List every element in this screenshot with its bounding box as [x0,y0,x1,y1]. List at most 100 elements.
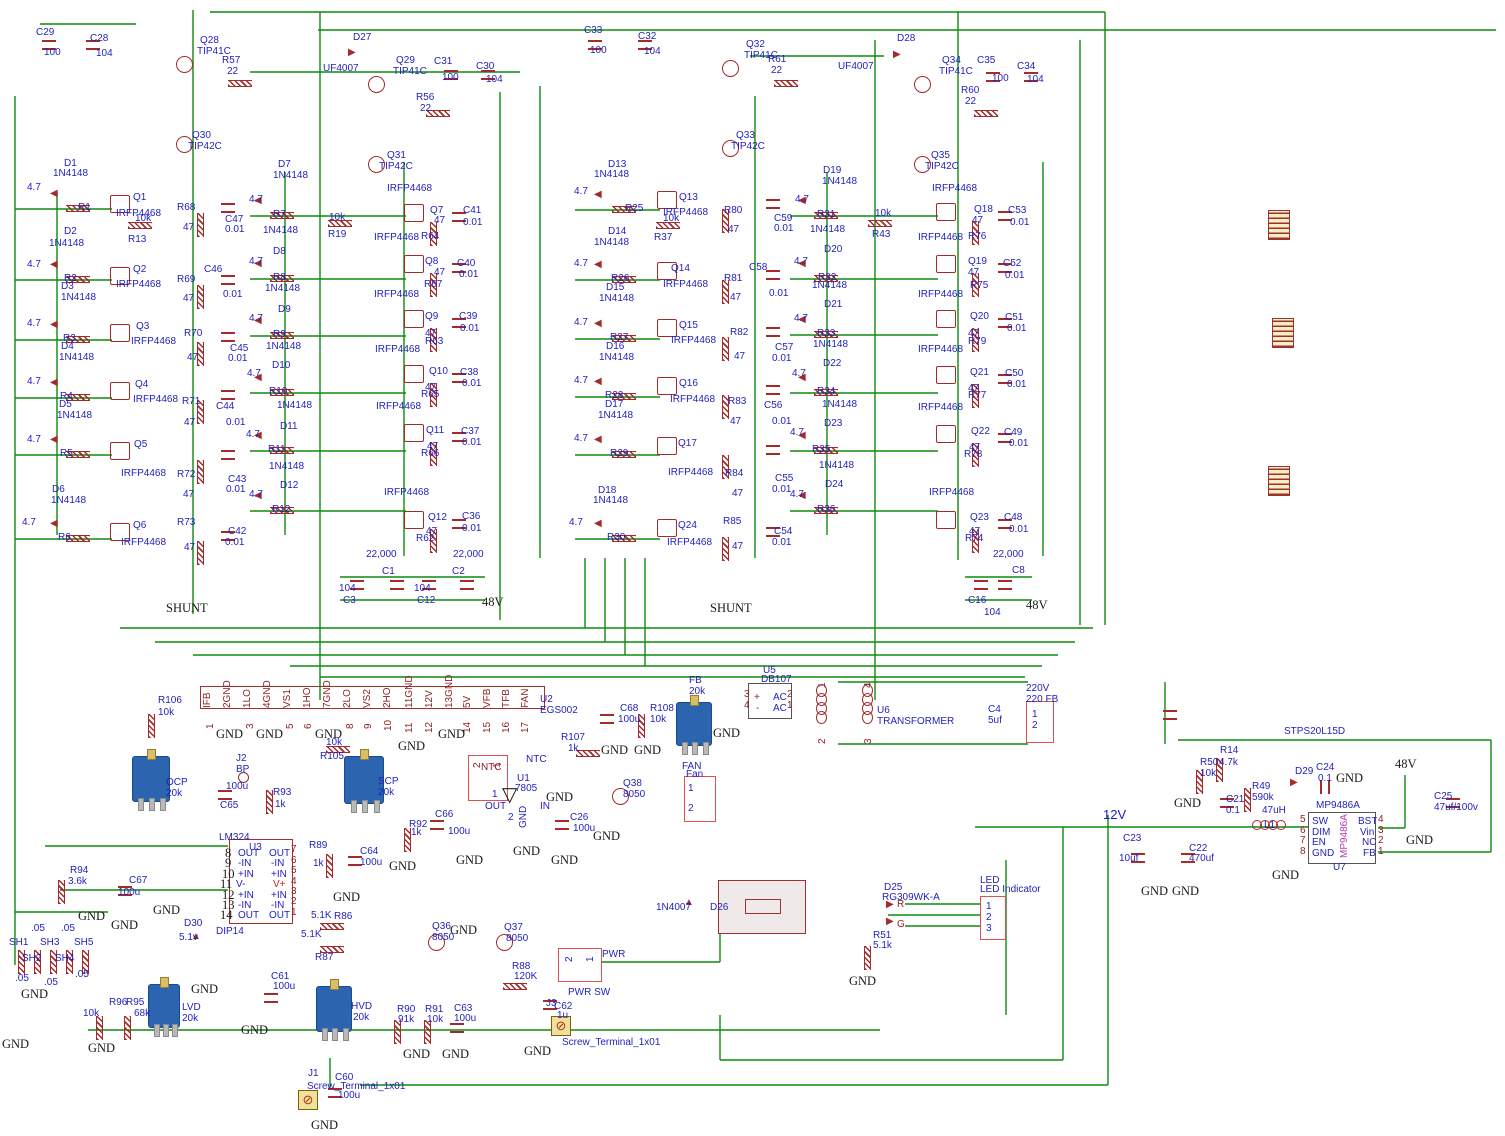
schematic-label: GND [546,790,574,804]
schematic-label: 2LO [342,689,353,708]
hres-symbol [814,275,838,282]
trimmer-potentiometer[interactable] [132,749,170,811]
schematic-label: D10 [272,360,291,371]
schematic-label: 1k [568,743,579,754]
trimmer-potentiometer[interactable] [344,749,384,813]
vres-symbol [430,383,437,407]
schematic-label: 0.01 [772,353,792,364]
vres-symbol [197,285,204,309]
vcap-symbol [543,1000,557,1010]
schematic-label: NC [1362,837,1377,848]
schematic-label: 1k [313,858,324,869]
schematic-label: IRFP4468 [918,344,964,355]
schematic-label: 4.7 [574,186,588,197]
schematic-label: 10uf [1119,853,1139,864]
schematic-label: 22 [420,103,432,114]
schematic-label: 11 [404,722,415,733]
schematic-label: 120K [514,971,538,982]
schematic-label: C21 [1226,794,1245,805]
schematic-label: 5 [285,723,296,729]
schematic-label: R13 [128,234,147,245]
schematic-label: D21 [824,299,843,310]
schematic-label: NTC [481,762,502,773]
schematic-label: J2 [236,753,247,764]
schematic-label: C60 [335,1072,354,1083]
schematic-label: D24 [825,479,844,490]
schematic-label: R28 [605,390,624,401]
vcoil-symbol [862,684,873,724]
schematic-label: MP9486A [1316,800,1360,811]
schematic-label: C26 [570,812,589,823]
vcap-symbol [452,373,466,383]
schematic-label: SCP [378,776,399,787]
schematic-label: GND [601,743,629,757]
schematic-label: NTC [526,754,547,765]
schematic-label: 1N4148 [822,176,858,187]
vres-symbol [972,273,979,297]
vdio-symbol: ▲ [191,931,201,942]
connector-box[interactable] [684,776,716,822]
schematic-label: IRFP4468 [663,279,709,290]
schematic-label: R66 [421,448,440,459]
schematic-label: 2HO [382,687,393,708]
ldio-symbol: ◀ [254,258,262,269]
schematic-label: R82 [730,327,749,338]
schematic-label: C36 [462,511,481,522]
schematic-label: R89 [309,840,328,851]
schematic-label: 91k [398,1014,415,1025]
schematic-label: R65 [421,389,440,400]
schematic-label: 9 [225,856,232,870]
schematic-label: 10k [329,212,346,223]
schematic-label: R33 [817,328,836,339]
schematic-label: OUT [238,848,260,859]
screw-terminal-icon[interactable]: ⊘ [298,1090,318,1110]
schematic-label: GND [634,743,662,757]
screw-terminal-icon[interactable]: ⊘ [551,1016,571,1036]
schematic-label: 1N4148 [51,495,87,506]
schematic-label: 47 [183,489,195,500]
connector-box[interactable] [1026,701,1054,743]
vcap-symbol [1446,798,1460,808]
ic-outline [200,686,545,709]
schematic-label: 4.7 [574,258,588,269]
schematic-label: SHUNT [166,601,208,615]
schematic-label: 1N4007 [656,902,692,913]
npn-symbol [722,140,739,157]
connector-box[interactable] [980,896,1006,940]
schematic-label: D28 [897,33,916,44]
connector-box[interactable] [468,755,508,801]
connector-box[interactable] [558,948,602,982]
vres-symbol [722,537,729,561]
schematic-label: IRFP4468 [663,207,709,218]
vres-symbol [404,828,411,852]
trimmer-potentiometer[interactable] [316,979,352,1041]
schematic-label: 5V [462,695,473,708]
ldio-symbol: ◀ [594,259,602,270]
schematic-label: R1 [78,202,91,213]
schematic-label: 100u [338,1090,361,1101]
schematic-label: D4 [61,341,74,352]
trimmer-potentiometer[interactable] [148,977,180,1037]
schematic-label: GND [438,727,466,741]
schematic-label: D18 [598,485,617,496]
schematic-label: 3 [744,689,750,700]
schematic-label: Q33 [736,130,755,141]
vcap-symbol [390,580,404,590]
schematic-label: Q32 [746,39,765,50]
ldio-symbol: ◀ [798,490,806,501]
schematic-label: 12V [424,690,435,708]
schematic-label: R32 [818,272,837,283]
mos-symbol [936,511,956,529]
schematic-label: Q15 [679,320,698,331]
schematic-label: 7GND [322,680,333,708]
schematic-label: 104 [339,583,356,594]
schematic-label: GND [513,844,541,858]
ldio-symbol: ◀ [594,318,602,329]
schematic-label: 10k [83,1008,100,1019]
schematic-label: R56 [416,92,435,103]
hres-symbol [974,110,998,117]
schematic-label: STPS20L15D [1284,726,1346,737]
trimmer-potentiometer[interactable] [676,695,712,755]
